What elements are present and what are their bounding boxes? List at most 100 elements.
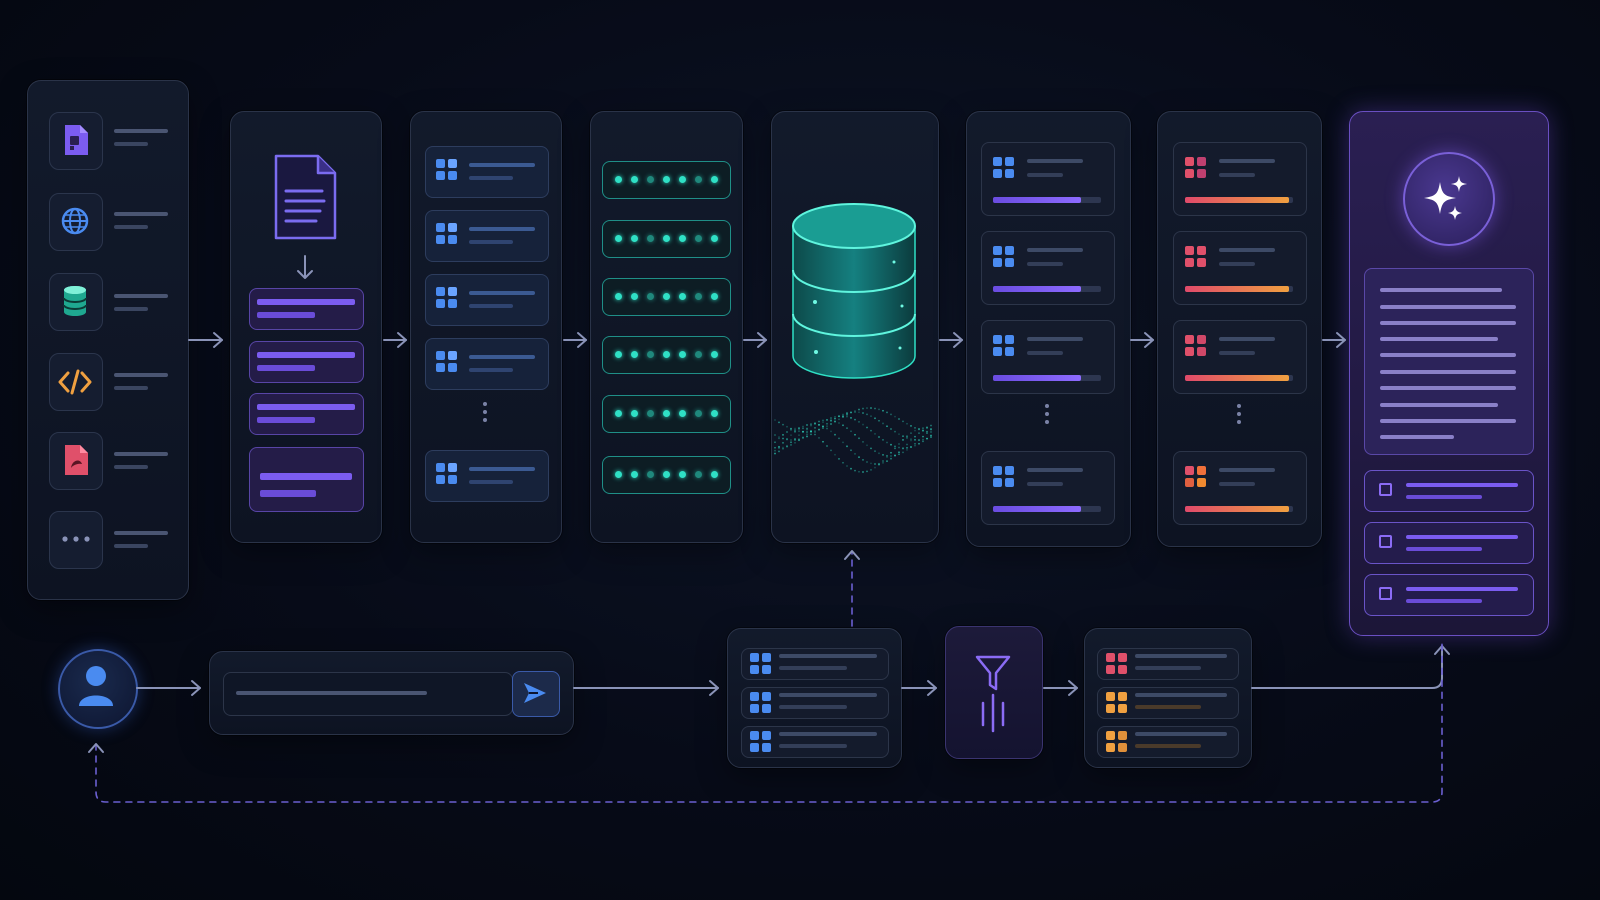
cloud-point (818, 420, 820, 423)
ellipsis-dot (483, 410, 487, 414)
document-card[interactable] (425, 338, 549, 390)
arrow-head (191, 680, 201, 696)
cloud-point (930, 428, 932, 430)
card-line (1219, 173, 1255, 177)
cloud-point (898, 443, 900, 445)
embedding-dot (663, 293, 670, 300)
arrow-head (757, 332, 767, 348)
retrieved-card[interactable] (981, 320, 1115, 394)
embedding-dot (647, 176, 654, 183)
filter-panel (945, 626, 1043, 759)
embedding-dot (695, 176, 702, 183)
document-card[interactable] (425, 146, 549, 198)
cloud-point (902, 451, 904, 454)
cloud-point (802, 436, 804, 439)
embedding-dot (647, 410, 654, 417)
grid-icon (993, 466, 1015, 488)
cloud-point (898, 446, 900, 449)
cloud-point (878, 419, 880, 422)
cloud-point (818, 428, 820, 431)
cloud-point (866, 461, 868, 463)
cloud-point (866, 426, 868, 429)
cloud-point (786, 445, 788, 448)
ellipsis-dot (1045, 420, 1049, 424)
cloud-point (914, 435, 916, 438)
arrow-head (213, 332, 223, 348)
cloud-point (834, 433, 836, 436)
embedding-dot (647, 351, 654, 358)
citation-card[interactable] (1364, 470, 1534, 512)
cloud-point (902, 435, 904, 438)
arrow-head (577, 332, 587, 348)
cloud-point (790, 427, 792, 430)
card-line (469, 355, 535, 359)
reranked-row[interactable] (1097, 687, 1239, 719)
score-fill (993, 506, 1081, 512)
cloud-point (926, 432, 928, 435)
citation-card[interactable] (1364, 522, 1534, 564)
cloud-point (850, 449, 852, 452)
cloud-point (862, 412, 864, 414)
citation-icon (1379, 587, 1392, 600)
score-fill (993, 197, 1081, 203)
cloud-point (838, 422, 840, 424)
cloud-point (886, 456, 888, 458)
cloud-point (918, 439, 920, 442)
cloud-point (910, 425, 912, 427)
retrieved-card[interactable] (981, 231, 1115, 305)
source-tile-code[interactable] (49, 353, 103, 411)
document-card[interactable] (425, 274, 549, 326)
row-line (779, 654, 877, 658)
chunk-bar (260, 490, 316, 497)
card-line (469, 176, 513, 180)
cloud-point (854, 411, 856, 413)
arrow-head (88, 743, 104, 753)
embedding-dot (711, 471, 718, 478)
row-line (779, 705, 847, 709)
cloud-point (774, 452, 776, 455)
chunk-card[interactable] (249, 288, 364, 330)
embedding-dot (711, 293, 718, 300)
cloud-point (774, 434, 776, 436)
cloud-point (810, 430, 812, 433)
cloud-point (782, 423, 784, 426)
cloud-point (870, 462, 872, 465)
source-label-line (114, 452, 168, 456)
embedding-dot (647, 235, 654, 242)
chunk-card[interactable] (249, 393, 364, 435)
embedding-dot (615, 176, 622, 183)
cloud-point (870, 468, 872, 471)
cloud-point (850, 411, 852, 414)
grid-icon (1185, 246, 1207, 268)
cloud-point (846, 413, 848, 416)
cloud-point (826, 445, 828, 447)
embedding-dot (711, 351, 718, 358)
citation-card[interactable] (1364, 574, 1534, 616)
ranked-card[interactable] (1173, 142, 1307, 216)
document-card[interactable] (425, 450, 549, 502)
cloud-point (902, 420, 904, 423)
ranked-card[interactable] (1173, 320, 1307, 394)
retrieved-card[interactable] (981, 142, 1115, 216)
cloud-point (874, 417, 876, 420)
cloud-point (806, 431, 808, 433)
grid-icon (1185, 335, 1207, 357)
ranked-card[interactable] (1173, 231, 1307, 305)
cloud-point (850, 467, 852, 470)
cloud-point (930, 424, 932, 427)
cloud-point (834, 417, 836, 420)
chunk-bar (257, 404, 355, 410)
retrieved-card[interactable] (981, 451, 1115, 525)
cloud-point (882, 460, 884, 462)
cloud-point (790, 441, 792, 444)
source-tile-more[interactable] (49, 511, 103, 569)
cloud-point (814, 422, 816, 425)
cloud-point (898, 453, 900, 456)
ranked-card[interactable] (1173, 451, 1307, 525)
document-card[interactable] (425, 210, 549, 262)
cloud-point (830, 419, 832, 422)
embedding-dot (631, 293, 638, 300)
chunk-card[interactable] (249, 341, 364, 383)
card-line (469, 227, 535, 231)
cloud-point (898, 451, 900, 454)
